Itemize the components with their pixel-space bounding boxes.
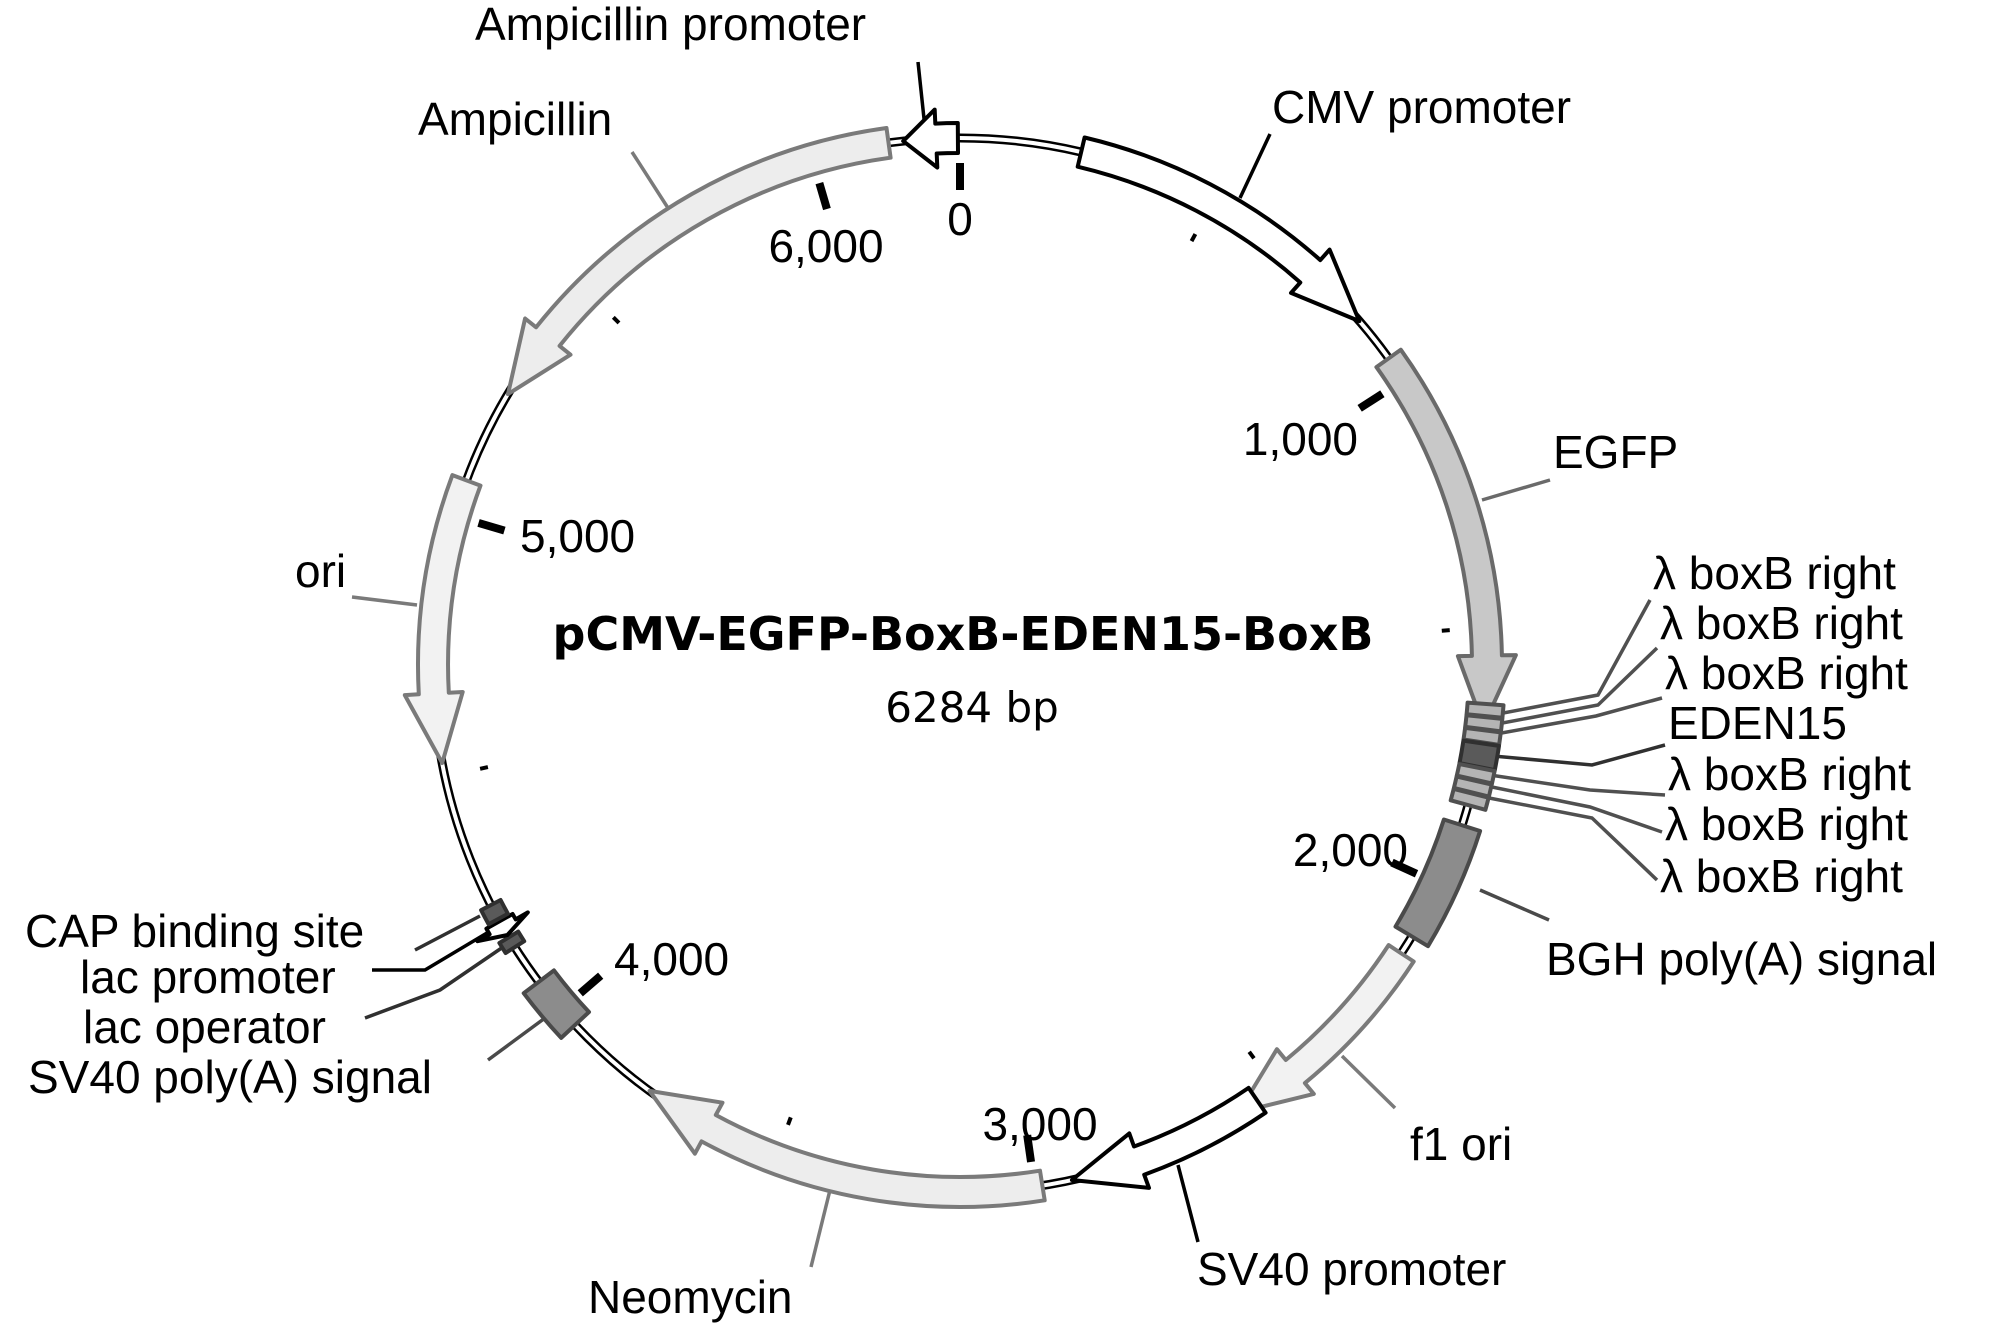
label-cap-site: CAP binding site (25, 905, 364, 957)
feature-ampicillin[interactable] (506, 126, 893, 397)
feature-cap-site[interactable] (479, 898, 510, 927)
leader-line-neomycin (809, 1189, 832, 1268)
label-boxb-5: λ boxB right (1665, 798, 1908, 850)
label-bgh-polya: BGH poly(A) signal (1546, 933, 1937, 985)
feature-f1-ori[interactable] (1236, 943, 1416, 1115)
leader-line-f1-ori (1340, 1054, 1397, 1110)
label-boxb-6: λ boxB right (1660, 850, 1903, 902)
tick-label: 6,000 (768, 220, 883, 272)
tick-label: 1,000 (1243, 413, 1358, 465)
label-boxb-4: λ boxB right (1668, 748, 1911, 800)
leader-line-lac-operator (364, 943, 507, 1020)
feature-sv40-promoter[interactable] (1069, 1085, 1268, 1190)
feature-boxb-6[interactable] (1448, 786, 1491, 812)
leader-line-cap-site (414, 914, 481, 952)
tick-label: 0 (947, 193, 973, 245)
leader-line-sv40-polya (486, 1016, 547, 1062)
minor-tick (786, 1116, 793, 1126)
leader-line-ori (351, 595, 418, 607)
tick-label: 4,000 (614, 933, 729, 985)
leader-line-boxb-2 (1496, 646, 1659, 726)
leader-line-boxb-1 (1497, 599, 1652, 716)
label-boxb-3: λ boxB right (1665, 647, 1908, 699)
plasmid-size: 6284 bp (885, 683, 1059, 732)
leader-line-cmv-promoter (1238, 133, 1272, 199)
minor-tick (1189, 233, 1198, 243)
tick-label: 5,000 (520, 510, 635, 562)
minor-tick (611, 315, 621, 325)
minor-tick (1441, 628, 1450, 633)
leader-line-egfp (1481, 478, 1551, 502)
label-sv40-promoter: SV40 promoter (1197, 1243, 1506, 1295)
leader-line-ampicillin (630, 151, 670, 209)
features (402, 107, 1518, 1209)
feature-neomycin[interactable] (647, 1088, 1047, 1209)
leader-line-boxb-6 (1483, 795, 1659, 882)
label-sv40-polya: SV40 poly(A) signal (28, 1051, 432, 1103)
tick-label: 3,000 (982, 1098, 1097, 1150)
major-tick (815, 181, 831, 211)
feature-lac-operator[interactable] (497, 929, 527, 955)
major-tick (1357, 390, 1385, 412)
leader-line-lac-promoter (372, 928, 493, 972)
label-cmv-promoter: CMV promoter (1272, 81, 1571, 133)
feature-lac-promoter[interactable] (475, 910, 530, 944)
label-ampicillin: Ampicillin (418, 93, 612, 145)
label-boxb-1: λ boxB right (1653, 547, 1896, 599)
label-amp-promoter: Ampicillin promoter (475, 0, 866, 50)
label-neomycin: Neomycin (588, 1271, 793, 1323)
label-lac-promoter: lac promoter (80, 951, 336, 1003)
label-lac-operator: lac operator (83, 1001, 326, 1053)
major-tick (577, 972, 604, 997)
leader-line-eden15 (1492, 743, 1666, 767)
feature-cmv-promoter[interactable] (1075, 135, 1362, 324)
tick-label: 2,000 (1293, 824, 1408, 876)
major-tick (1390, 858, 1419, 878)
feature-ori[interactable] (402, 473, 483, 765)
feature-sv40-polya[interactable] (521, 968, 591, 1040)
plasmid-name: pCMV-EGFP-BoxB-EDEN15-BoxB (553, 607, 1374, 661)
leader-line-boxb-3 (1495, 696, 1663, 736)
feature-bgh-polya[interactable] (1393, 817, 1483, 949)
leader-lines (351, 61, 1666, 1268)
major-tick (1023, 1134, 1035, 1163)
feature-amp-promoter[interactable] (901, 107, 960, 170)
feature-egfp[interactable] (1374, 347, 1518, 728)
label-boxb-2: λ boxB right (1660, 597, 1903, 649)
leader-line-sv40-promoter (1176, 1164, 1200, 1243)
label-ori: ori (295, 545, 346, 597)
leader-line-boxb-5 (1486, 784, 1663, 834)
leader-line-amp-promoter (916, 61, 927, 129)
minor-tick (479, 765, 489, 771)
leader-line-bgh-polya (1479, 888, 1550, 922)
minor-tick (1247, 1050, 1256, 1060)
tick-marks: 0 1,000 2,000 3,000 4,000 5,000 6,000 (477, 163, 1450, 1163)
label-f1-ori: f1 ori (1410, 1118, 1512, 1170)
label-eden15: EDEN15 (1668, 697, 1847, 749)
label-egfp: EGFP (1553, 426, 1678, 478)
major-tick (477, 519, 506, 535)
leader-line-boxb-4 (1489, 773, 1666, 797)
